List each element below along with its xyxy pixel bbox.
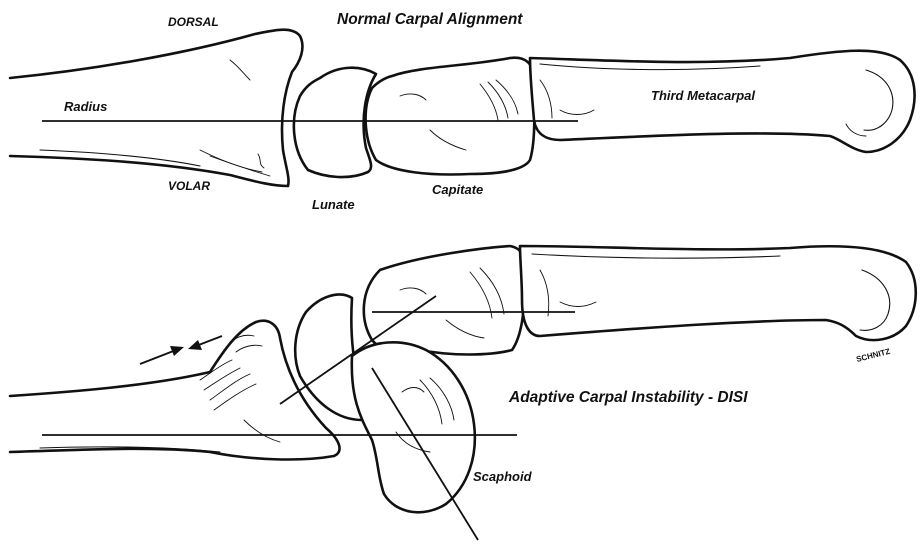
top-title: Normal Carpal Alignment: [337, 11, 523, 28]
volar-label: VOLAR: [168, 179, 210, 193]
radius-bone-bottom: [10, 321, 340, 460]
capitate-bone-bottom: [364, 246, 527, 355]
capitate-label: Capitate: [432, 182, 483, 197]
third-metacarpal-bone-bottom: [520, 246, 916, 340]
radius-label: Radius: [64, 99, 107, 114]
artist-signature: SCHNITZ: [855, 347, 891, 364]
scaphoid-bone-bottom: [352, 342, 475, 512]
third-metacarpal-label: Third Metacarpal: [651, 88, 755, 103]
disi-panel: [10, 246, 916, 540]
radius-bone-top: [10, 30, 302, 186]
arrow-right-icon: [170, 346, 184, 356]
lunate-label: Lunate: [312, 197, 355, 212]
impaction-arrows: [140, 336, 222, 364]
lunate-bone-top: [294, 68, 376, 177]
arrow-left-icon: [188, 340, 202, 350]
dorsal-label: DORSAL: [168, 15, 219, 29]
scaphoid-label: Scaphoid: [473, 469, 533, 484]
normal-alignment-panel: [10, 30, 915, 186]
bottom-title: Adaptive Carpal Instability - DISI: [508, 389, 748, 406]
capitate-bone-top: [366, 58, 535, 175]
